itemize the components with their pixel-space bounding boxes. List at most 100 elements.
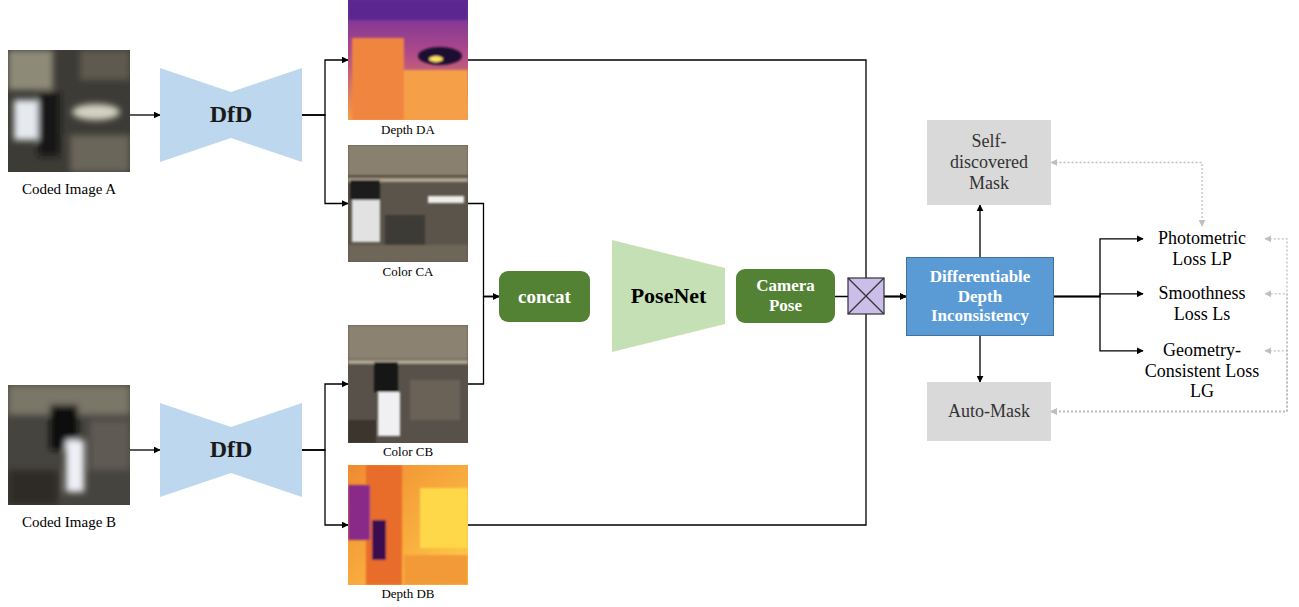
image-area (8, 385, 130, 505)
color-image-part (348, 145, 468, 175)
image-area (348, 465, 468, 585)
color-image-part (374, 362, 398, 392)
color-image-part (348, 325, 468, 359)
box-label: Self-discovered Mask (937, 131, 1041, 193)
color-image-part (378, 392, 400, 436)
flow-arrow (130, 114, 160, 115)
coded-image-part (66, 440, 84, 492)
color-image-part (410, 380, 460, 420)
image-caption: Coded Image B (8, 514, 130, 531)
box-label: Geometry-Consistent Loss LG (1143, 340, 1261, 402)
depth-map-part (404, 70, 468, 120)
image-panel: Depth DB (348, 465, 468, 601)
box-label: Smoothness Loss Ls (1143, 283, 1261, 324)
image-area (348, 145, 468, 262)
image-caption: Depth DB (348, 587, 468, 601)
coded-image-part (90, 420, 130, 470)
image-panel: Color CA (348, 145, 468, 279)
flow-arrow (468, 297, 499, 385)
flow-arrow (1054, 297, 1143, 351)
color-image-part (348, 360, 468, 364)
loss-label: Geometry-Consistent Loss LG (1143, 340, 1261, 402)
depth-map-part (404, 555, 468, 585)
flow-arrow (130, 449, 160, 450)
coded-image-part (14, 100, 40, 140)
depth-map-part (418, 47, 462, 65)
coded-image-part (8, 50, 130, 172)
box-label: PoseNet (631, 283, 707, 308)
box-label: Auto-Mask (948, 401, 1030, 422)
color-image (348, 325, 468, 443)
operation-box: Camera Pose (736, 269, 835, 323)
loss-label: Smoothness Loss Ls (1143, 283, 1261, 324)
flow-arrow (979, 205, 980, 257)
flow-arrow (302, 60, 348, 115)
depth-map-part (372, 520, 386, 560)
feedback-arrow (1051, 163, 1202, 227)
coded-image (8, 50, 130, 172)
flow-arrow (302, 115, 348, 204)
image-area (8, 50, 130, 172)
feedback-arrow (1051, 239, 1287, 412)
color-image-part (385, 215, 425, 245)
flow-arrow (302, 450, 348, 525)
mask-box: Auto-Mask (927, 382, 1051, 441)
coded-image-part (8, 50, 53, 90)
coded-image (8, 385, 130, 505)
shape-fill (160, 68, 302, 162)
depth-map-part (348, 485, 370, 540)
coded-image-part (8, 470, 58, 505)
multiply-symbol-part (848, 278, 884, 314)
multiply-symbol-part (848, 278, 884, 314)
depth-map-part (352, 38, 404, 120)
image-panel: Coded Image A (8, 50, 130, 198)
image-caption: Depth DA (348, 123, 468, 137)
depth-map (348, 0, 468, 120)
color-image-part (348, 145, 468, 262)
coded-image-part (8, 385, 130, 505)
color-image-part (350, 180, 380, 200)
box-label: concat (518, 286, 571, 308)
multiply-symbol (848, 278, 884, 314)
flow-arrow (979, 336, 980, 382)
shape-fill (612, 240, 725, 352)
image-caption: Color CB (348, 445, 468, 459)
dfd-network: DfD (160, 403, 302, 497)
coded-image-part (80, 50, 130, 80)
color-image-part (348, 325, 468, 443)
coded-image-part (70, 135, 130, 172)
shape-fill (160, 403, 302, 497)
depth-map (348, 465, 468, 585)
depth-map-part (420, 488, 468, 548)
loss-label: Photometric Loss LP (1143, 228, 1261, 269)
image-panel: Depth DA (348, 0, 468, 137)
feedback-arrow (1051, 294, 1287, 412)
flow-arrow (468, 204, 499, 297)
depth-map-part (348, 0, 468, 20)
module-box: Differentiable Depth Inconsistency (906, 257, 1054, 336)
image-caption: Coded Image A (8, 181, 130, 198)
color-image (348, 145, 468, 262)
flow-arrow (302, 384, 348, 450)
color-image-part (348, 245, 468, 262)
operation-box: concat (499, 271, 590, 322)
coded-image-part (38, 92, 60, 156)
flow-arrow (1054, 239, 1143, 297)
mask-box: Self-discovered Mask (927, 120, 1051, 205)
coded-image-part (72, 104, 120, 120)
image-caption: Color CA (348, 265, 468, 279)
multiply-symbol-part (848, 278, 884, 314)
depth-map-part (348, 0, 468, 120)
box-label: DfD (210, 436, 253, 464)
dfd-network: DfD (160, 68, 302, 162)
depth-map-part (429, 56, 443, 62)
box-label: Camera Pose (742, 276, 829, 315)
color-image-part (428, 196, 464, 203)
depth-map-part (348, 465, 468, 585)
color-image-part (352, 200, 380, 242)
box-label: Photometric Loss LP (1143, 228, 1261, 269)
image-panel: Color CB (348, 325, 468, 459)
image-area (348, 0, 468, 120)
box-label: DfD (210, 101, 253, 129)
